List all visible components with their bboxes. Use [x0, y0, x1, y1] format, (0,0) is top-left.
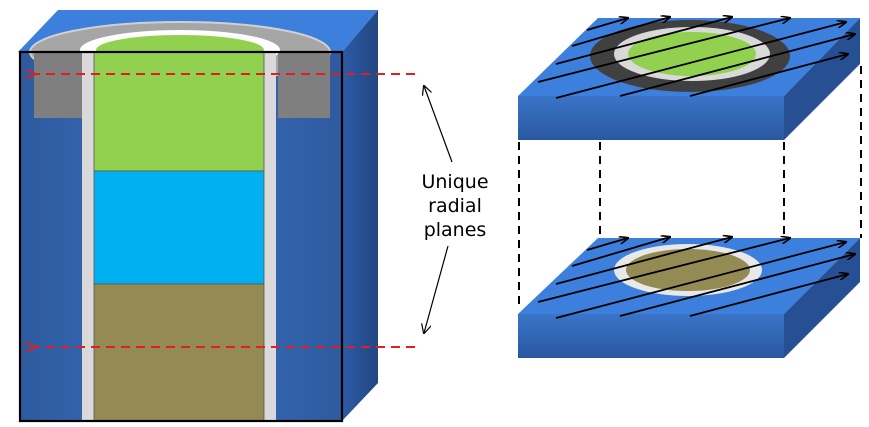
pin-cutaway-block — [18, 10, 378, 423]
ray-arrow — [537, 18, 790, 83]
ray-arrow — [586, 238, 628, 251]
fuel-segment-olive — [93, 283, 265, 422]
lower-ray-arrows — [537, 237, 855, 319]
ray-arrow — [555, 17, 732, 65]
ray-arrow — [571, 17, 670, 47]
annotation-label: Unique radial planes — [421, 171, 488, 241]
ray-arrow — [619, 254, 855, 317]
lower-slab-front — [518, 314, 784, 358]
upper-ray-arrows — [537, 17, 855, 99]
upper-plane-slab — [518, 17, 860, 140]
ray-arrow — [537, 238, 790, 303]
gap-region-right — [278, 52, 330, 118]
upper-slab-side — [784, 18, 860, 140]
ray-arrow — [571, 237, 670, 267]
ray-arrow — [555, 237, 732, 285]
gap-region-left — [34, 52, 82, 118]
lower-fuel-disc — [626, 249, 750, 291]
annotation-line-3: planes — [424, 219, 487, 241]
ray-arrow — [586, 18, 628, 31]
lower-slab-side — [784, 238, 860, 358]
ray-arrow — [555, 242, 846, 319]
ray-arrow — [689, 54, 848, 97]
fuel-segment-green — [93, 51, 265, 172]
upper-slab-front — [518, 96, 784, 140]
ray-arrow — [619, 34, 855, 97]
pointer-arrow-up — [424, 86, 453, 163]
ray-arrow — [555, 22, 846, 99]
lower-plane-slab — [518, 237, 860, 358]
cladding-left — [82, 52, 94, 421]
pointer-arrow-down — [424, 245, 449, 333]
annotation-line-1: Unique — [421, 171, 488, 193]
cladding-right — [264, 52, 276, 421]
fuel-segment-cyan — [93, 170, 265, 285]
ray-arrow — [689, 274, 848, 317]
annotation-line-2: radial — [428, 195, 482, 217]
upper-fuel-disc — [628, 32, 756, 76]
block-outline — [18, 50, 344, 423]
block-side-face — [342, 10, 378, 421]
